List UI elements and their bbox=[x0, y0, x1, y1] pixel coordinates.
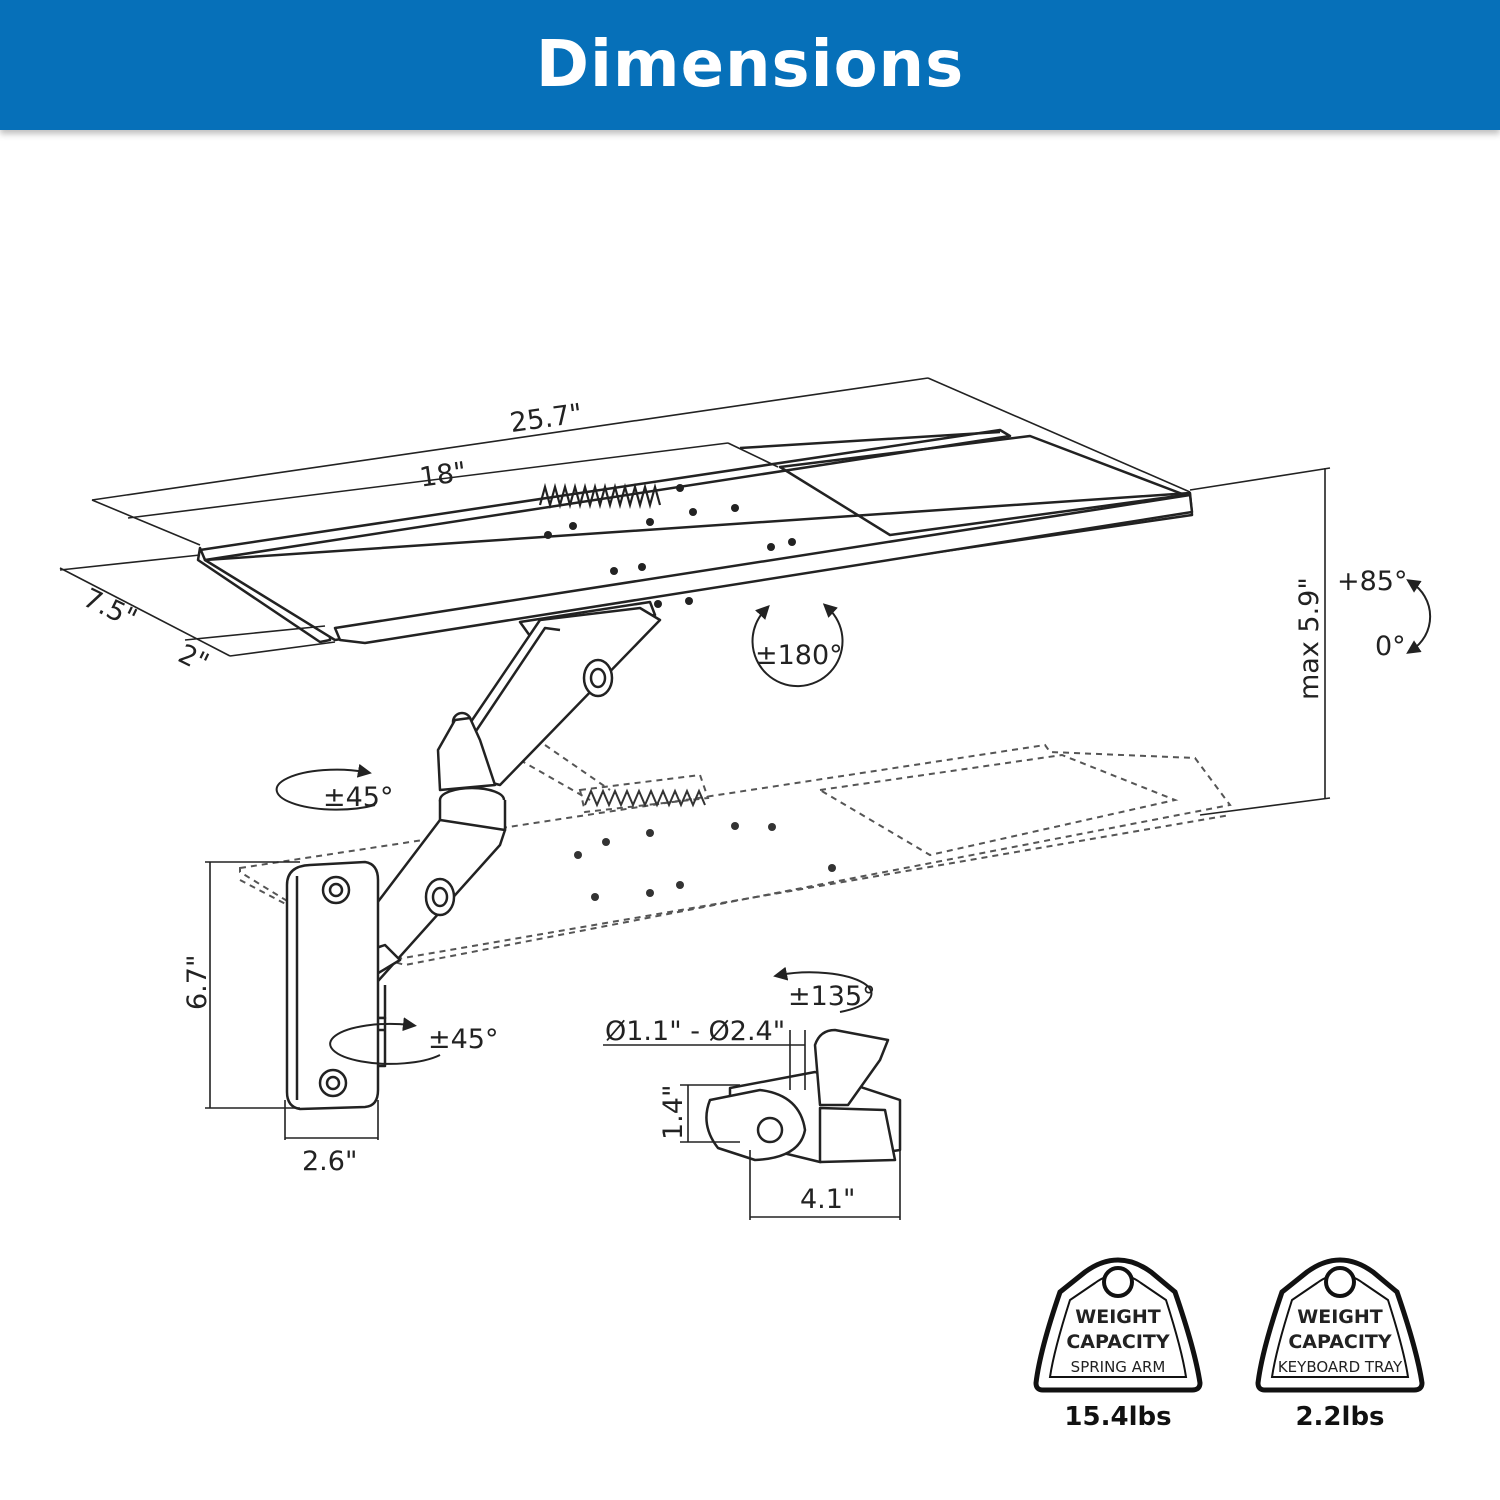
tray-width-label: 18" bbox=[418, 456, 469, 493]
tilt-up-label: +85° bbox=[1337, 566, 1407, 597]
clamp-height-label: 1.4" bbox=[658, 1085, 689, 1140]
weight-badge-keyboard-tray: WEIGHT CAPACITY KEYBOARD TRAY 2.2lbs bbox=[1255, 1257, 1425, 1432]
lowered-tray-holes bbox=[574, 822, 836, 901]
badge-line1: WEIGHT bbox=[1075, 1306, 1161, 1328]
keyboard-tray bbox=[196, 428, 1194, 645]
rotation-arcs bbox=[275, 579, 1432, 1065]
badge-value: 2.2lbs bbox=[1295, 1402, 1384, 1432]
page-title: Dimensions bbox=[535, 28, 965, 102]
lowered-spring bbox=[584, 788, 706, 808]
header-banner: Dimensions bbox=[0, 0, 1500, 130]
clamp-rotation-label: ±135° bbox=[788, 981, 876, 1012]
height-adjust-label: max 5.9" bbox=[1294, 577, 1325, 700]
wall-plate-width-label: 2.6" bbox=[302, 1146, 357, 1177]
tray-rotation-label: ±180° bbox=[755, 640, 843, 671]
tray-depth-label: 7.5" bbox=[78, 583, 141, 635]
badge-line1: WEIGHT bbox=[1297, 1306, 1383, 1328]
badge-value: 15.4lbs bbox=[1064, 1402, 1171, 1432]
tilt-zero-label: 0° bbox=[1375, 631, 1406, 662]
tray-holes bbox=[544, 484, 796, 608]
pole-clamp bbox=[705, 1028, 902, 1164]
clamp-diameter-label: Ø1.1" - Ø2.4" bbox=[605, 1016, 785, 1047]
arm-swivel-lower-label: ±45° bbox=[428, 1024, 498, 1055]
arm-swivel-upper-label: ±45° bbox=[323, 782, 393, 813]
badge-line2: CAPACITY bbox=[1066, 1331, 1170, 1353]
badge-sub: SPRING ARM bbox=[1071, 1358, 1166, 1376]
weight-badge-spring-arm: WEIGHT CAPACITY SPRING ARM 15.4lbs bbox=[1033, 1257, 1203, 1432]
badge-sub: KEYBOARD TRAY bbox=[1278, 1358, 1403, 1376]
tray-spring bbox=[538, 482, 662, 510]
badge-line2: CAPACITY bbox=[1288, 1331, 1392, 1353]
clamp-width-label: 4.1" bbox=[800, 1184, 855, 1215]
wall-plate-height-label: 6.7" bbox=[182, 955, 213, 1010]
dimension-lines bbox=[59, 377, 1331, 1220]
wall-plate bbox=[285, 860, 380, 1111]
overall-width-label: 25.7" bbox=[508, 398, 584, 439]
